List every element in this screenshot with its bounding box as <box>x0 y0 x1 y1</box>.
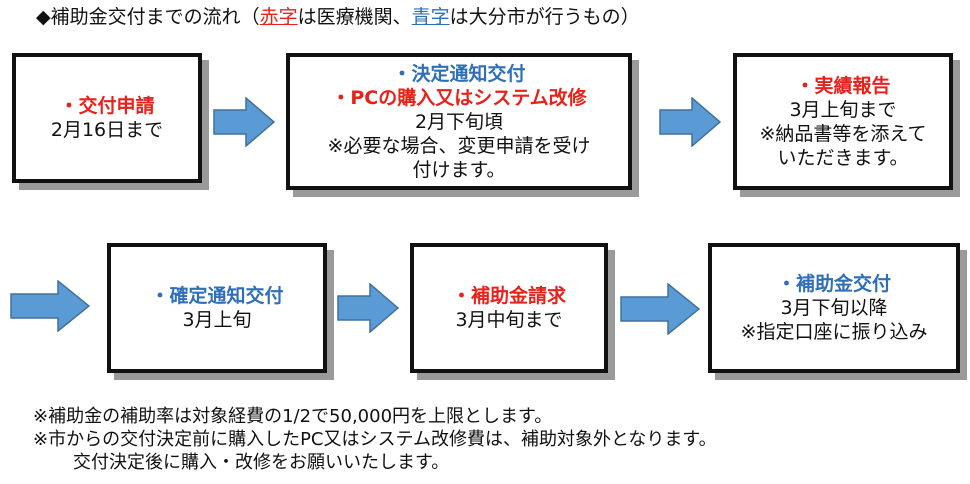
step-decision-heading: ・決定通知交付 <box>392 62 526 85</box>
arrow-right-icon <box>659 97 721 147</box>
step-report-note-2: いただきます。 <box>777 146 909 169</box>
step-payment-request-heading: ・補助金請求 <box>451 285 566 307</box>
step-application-deadline: 2月16日まで <box>50 119 164 141</box>
step-purchase-heading: ・PCの購入又はシステム改修 <box>331 86 587 109</box>
footnotes: ※補助金の補助率は対象経費の1/2で50,000円を上限とします。 ※市からの交… <box>33 405 717 474</box>
title-red-word: 赤字 <box>259 6 298 28</box>
step-decision-note-2: 付けます。 <box>412 158 506 181</box>
step-report-heading: ・実績報告 <box>795 74 891 97</box>
step-final-notice-date: 3月上旬 <box>182 309 252 331</box>
title-prefix: ◆補助金交付までの流れ（ <box>36 6 260 28</box>
step-subsidy-payment-note: ※指定口座に振り込み <box>740 321 928 343</box>
step-report: ・実績報告 3月上旬まで ※納品書等を添えて いただきます。 <box>733 53 953 190</box>
arrow-right-icon <box>620 283 700 335</box>
step-report-note-1: ※納品書等を添えて <box>759 122 927 145</box>
arrow-right-icon <box>337 283 399 333</box>
title-suffix: は大分市が行うもの） <box>449 6 640 28</box>
title-blue-word: 青字 <box>411 6 450 28</box>
step-subsidy-payment: ・補助金交付 3月下旬以降 ※指定口座に振り込み <box>708 243 960 373</box>
title-middle: は医療機関、 <box>297 6 412 28</box>
arrow-right-icon <box>213 97 275 147</box>
step-report-deadline: 3月上旬まで <box>789 98 897 121</box>
footnote-request: 交付決定後に購入・改修をお願いいたします。 <box>73 452 450 473</box>
step-final-notice-heading: ・確定通知交付 <box>150 285 284 307</box>
step-application: ・交付申請 2月16日まで <box>12 53 202 183</box>
step-subsidy-payment-heading: ・補助金交付 <box>776 273 891 295</box>
step-application-heading: ・交付申請 <box>59 95 155 117</box>
step-decision-notice: ・決定通知交付 ・PCの購入又はシステム改修 2月下旬頃 ※必要な場合、変更申請… <box>286 53 632 190</box>
footnote-subsidy-rate: ※補助金の補助率は対象経費の1/2で50,000円を上限とします。 <box>33 406 553 427</box>
step-decision-date: 2月下旬頃 <box>414 110 504 133</box>
step-decision-note-1: ※必要な場合、変更申請を受け <box>327 134 591 157</box>
arrow-right-icon <box>10 280 90 332</box>
step-subsidy-payment-date: 3月下旬以降 <box>780 297 888 319</box>
step-payment-request-deadline: 3月中旬まで <box>455 309 563 331</box>
step-final-notice: ・確定通知交付 3月上旬 <box>107 243 327 373</box>
step-payment-request: ・補助金請求 3月中旬まで <box>410 243 608 373</box>
diagram-title: ◆補助金交付までの流れ（赤字は医療機関、青字は大分市が行うもの） <box>36 2 640 29</box>
footnote-prior-purchase: ※市からの交付決定前に購入したPC又はシステム改修費は、補助対象外となります。 <box>33 429 717 450</box>
